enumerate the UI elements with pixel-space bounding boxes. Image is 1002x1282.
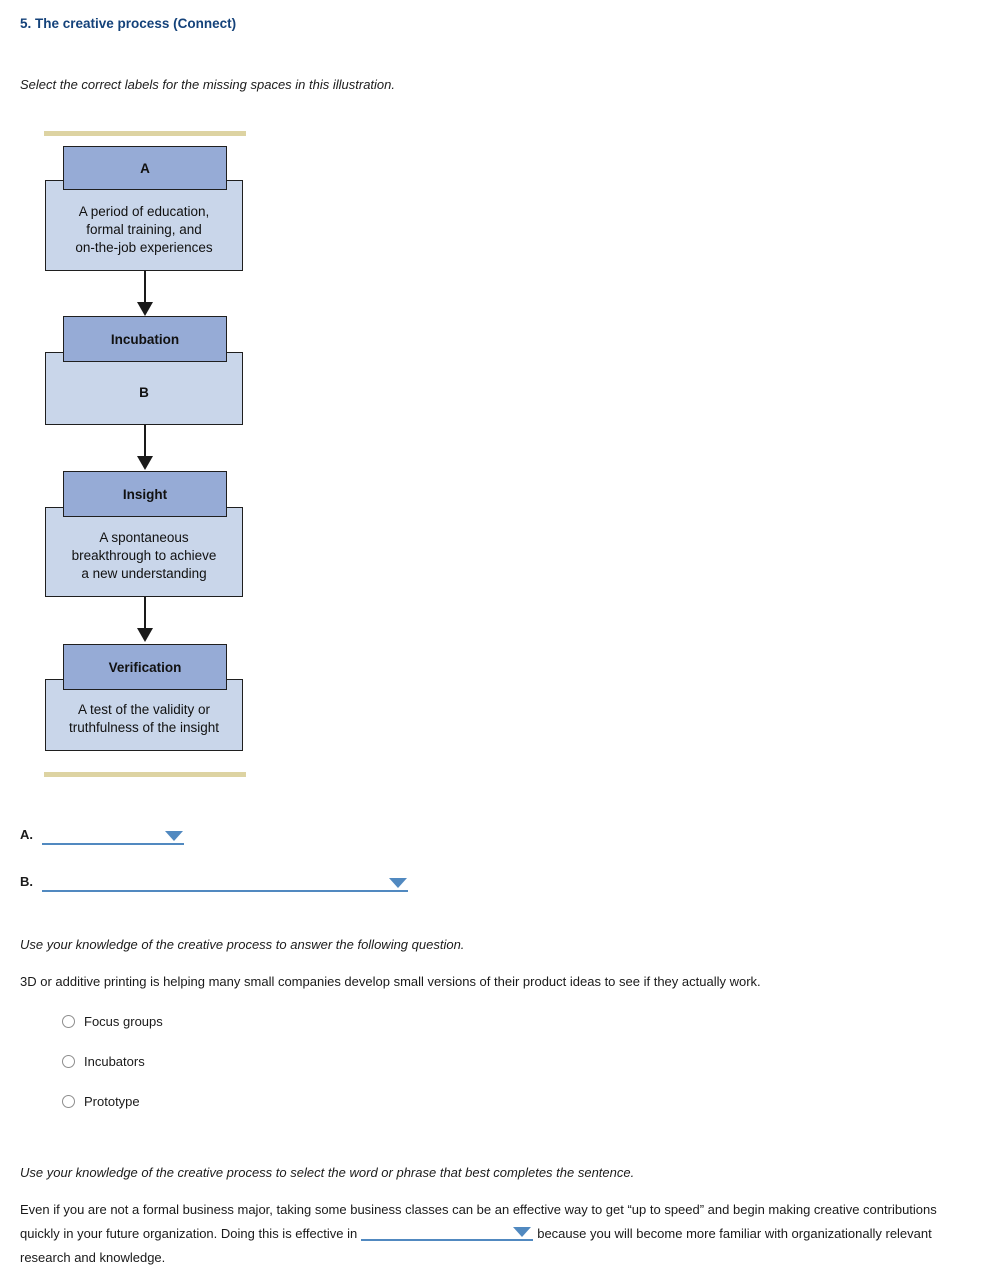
answer-a-row: A.	[20, 827, 220, 847]
radio-option-focus-groups[interactable]: Focus groups	[62, 1011, 163, 1031]
instruction-illustration: Select the correct labels for the missin…	[20, 77, 396, 92]
flow-step-2-body-text: B	[139, 384, 149, 400]
flow-arrow-3-head-icon	[137, 628, 153, 642]
flow-step-1-header-label: A	[140, 160, 150, 176]
answer-a-label: A.	[20, 827, 33, 842]
flow-step-2-body: B	[45, 352, 243, 425]
dropdown-caret-icon[interactable]	[165, 831, 183, 841]
question1-options: Focus groups Incubators Prototype	[62, 1011, 163, 1131]
radio-option-incubators[interactable]: Incubators	[62, 1051, 163, 1071]
flow-step-4-header-label: Verification	[108, 659, 182, 675]
divider-bottom	[44, 772, 246, 777]
flow-arrow-2-line	[144, 425, 146, 457]
flow-step-3-body: A spontaneous breakthrough to achieve a …	[45, 507, 243, 597]
flow-step-1-body-text: A period of education, formal training, …	[75, 203, 213, 255]
radio-option-label: Incubators	[84, 1053, 145, 1069]
instruction-sentence: Use your knowledge of the creative proce…	[20, 1165, 635, 1180]
flow-step-3-body-text: A spontaneous breakthrough to achieve a …	[71, 530, 217, 581]
flow-arrow-1-line	[144, 271, 146, 303]
divider-top	[44, 131, 246, 136]
answer-b-label: B.	[20, 874, 33, 889]
answer-b-dropdown[interactable]	[42, 876, 408, 892]
flow-arrow-3-line	[144, 597, 146, 629]
flow-step-4-body-text: A test of the validity or truthfulness o…	[68, 702, 220, 735]
flow-arrow-2-head-icon	[137, 456, 153, 470]
flow-step-4-header: Verification	[63, 644, 227, 690]
radio-button-icon[interactable]	[62, 1054, 75, 1068]
answer-a-dropdown[interactable]	[42, 829, 184, 845]
question2-text-before: Even if you are not a formal business ma…	[20, 1202, 937, 1241]
creative-process-flowchart: A A period of education, formal training…	[44, 131, 246, 777]
answer-b-row: B.	[20, 874, 440, 894]
flow-step-4-body: A test of the validity or truthfulness o…	[45, 679, 243, 751]
flow-step-1-body: A period of education, formal training, …	[45, 180, 243, 271]
dropdown-caret-icon[interactable]	[513, 1227, 532, 1237]
flow-step-3-header-label: Insight	[122, 486, 168, 502]
radio-button-icon[interactable]	[62, 1094, 75, 1108]
sentence-dropdown[interactable]	[361, 1227, 534, 1241]
question2-text-after: because you will become more familiar wi…	[20, 1226, 932, 1265]
flow-step-3-header: Insight	[63, 471, 227, 517]
question1-text: 3D or additive printing is helping many …	[20, 974, 761, 989]
dropdown-caret-icon[interactable]	[389, 878, 407, 888]
radio-button-icon[interactable]	[62, 1014, 75, 1028]
radio-option-prototype[interactable]: Prototype	[62, 1091, 163, 1111]
page-title: 5. The creative process (Connect)	[20, 16, 237, 31]
question2-paragraph: Even if you are not a formal business ma…	[20, 1198, 950, 1270]
radio-option-label: Prototype	[84, 1093, 140, 1109]
flow-arrow-1-head-icon	[137, 302, 153, 316]
flow-step-1-header: A	[63, 146, 227, 190]
flow-step-2-header: Incubation	[63, 316, 227, 362]
radio-option-label: Focus groups	[84, 1013, 163, 1029]
flow-step-2-header-label: Incubation	[110, 331, 180, 347]
instruction-question: Use your knowledge of the creative proce…	[20, 937, 465, 952]
